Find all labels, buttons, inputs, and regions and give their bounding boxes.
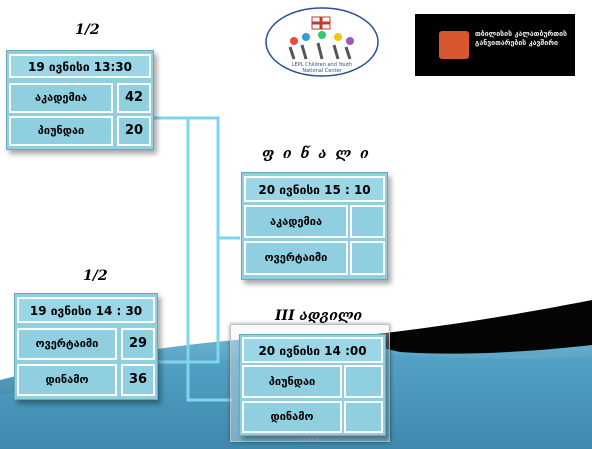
team-name: აკადემია [244,205,348,238]
tbilisi-basketball-logo: თბილისის კალათბურთის განვითარების კავშირ… [415,14,575,76]
semifinal-1-card: 19 ივნისი 13:30 აკადემია 42 პიუნდაი 20 [6,50,154,150]
match-date: 20 ივნისი 15 : 10 [244,176,385,202]
team-score: 36 [121,364,155,396]
team-score [344,401,383,433]
semifinal-2-label: 1/2 [83,268,108,284]
team-name: ოვერტაიმი [17,328,117,360]
team-score: 29 [121,328,155,360]
team-name: ოვერტაიმი [244,241,348,275]
match-date: 20 ივნისი 14 :00 [242,337,383,363]
team-name: პიუნდაი [9,116,113,146]
final-card: 20 ივნისი 15 : 10 აკადემია ოვერტაიმი [241,172,388,280]
final-label: ფ ი ნ ა ლ ი [262,146,371,162]
logo-text: თბილისის კალათბურთის განვითარების კავშირ… [475,30,568,47]
logo-caption: LEPL Children and Youth National Center [291,62,353,74]
team-name: დინამო [17,364,117,396]
semifinal-2-card: 19 ივნისი 14 : 30 ოვერტაიმი 29 დინამო 36 [14,293,158,400]
team-score [350,205,385,238]
team-score: 42 [117,83,151,113]
third-place-label: III ადგილი [275,308,363,324]
team-score: 20 [117,116,151,146]
team-name: აკადემია [9,83,113,113]
team-score [350,241,385,275]
children-youth-center-logo: LEPL Children and Youth National Center [262,5,382,79]
team-score [344,365,383,398]
team-name: დინამო [242,401,342,433]
match-date: 19 ივნისი 13:30 [9,54,151,78]
match-date: 19 ივნისი 14 : 30 [17,297,155,323]
third-place-card: 20 ივნისი 14 :00 პიუნდაი დინამო [239,334,386,436]
frame-resize-handle[interactable] [300,438,318,442]
team-name: პიუნდაი [242,365,342,398]
semifinal-1-label: 1/2 [75,22,100,38]
basketball-icon [439,31,469,59]
